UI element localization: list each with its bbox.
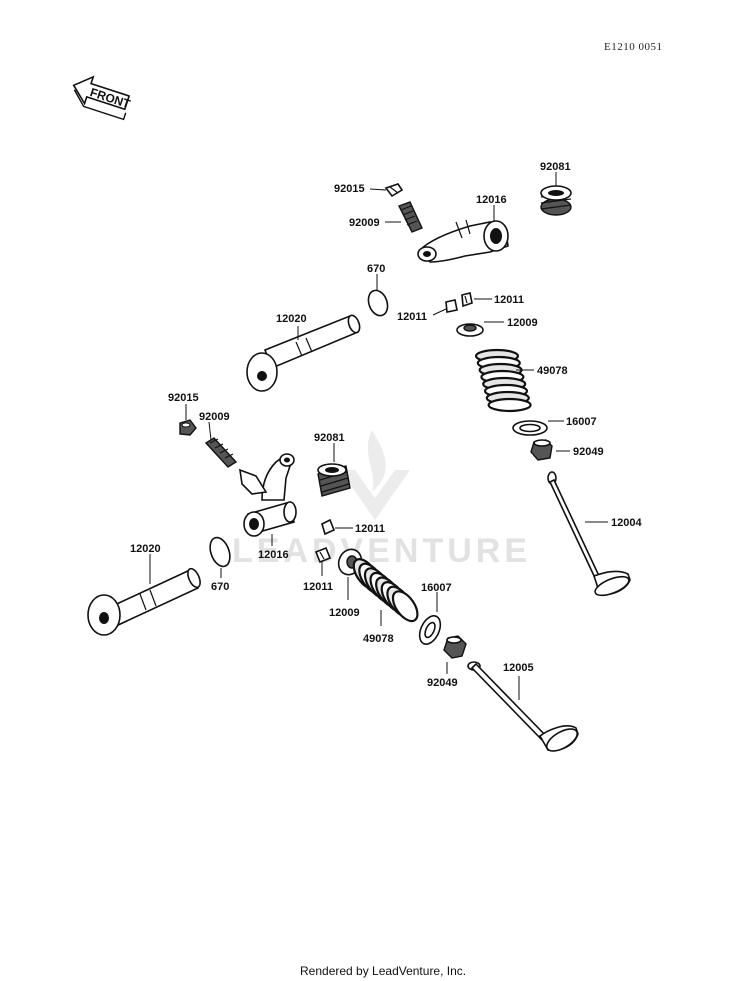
keeper-12011-mid-a <box>321 518 336 536</box>
diagram-code: E1210 0051 <box>604 41 662 53</box>
spring-coil <box>487 397 532 413</box>
valve-spring-49078-top <box>474 348 532 413</box>
watermark-text: LEADVENTURE <box>232 532 531 570</box>
callout-92015-top: 92015 <box>334 183 365 195</box>
callout-12020-bot: 12020 <box>130 543 161 555</box>
screw-92009-mid <box>204 437 238 468</box>
callout-12009-top: 12009 <box>507 317 538 329</box>
callout-49078-top: 49078 <box>537 365 568 377</box>
callout-12011-top-a: 12011 <box>494 294 524 306</box>
footer-credit: Rendered by LeadVenture, Inc. <box>300 964 466 978</box>
callout-12009-bot: 12009 <box>329 607 360 619</box>
callout-92081-top: 92081 <box>540 161 571 173</box>
callout-12005: 12005 <box>503 662 534 674</box>
oil-seal-92049-top <box>530 439 553 461</box>
rocker-shaft-12020-top <box>246 314 361 392</box>
spring-coil <box>391 590 419 623</box>
callout-12011-mid-a: 12011 <box>355 523 385 535</box>
callout-12011-top-b: 12011 <box>397 311 427 323</box>
rocker-arm-12016-mid <box>239 453 297 537</box>
valve-12004 <box>547 471 631 597</box>
washer-16007-bot-hole <box>424 621 436 639</box>
callout-49078-bot: 49078 <box>363 633 394 645</box>
keeper-12011-top-b <box>445 299 458 313</box>
valve-12005 <box>467 661 579 752</box>
oil-seal-92049-bot <box>443 635 467 659</box>
valve-spring-49078-bot <box>352 558 419 623</box>
washer-16007-top-hole <box>519 423 541 433</box>
callout-92015-mid: 92015 <box>168 392 199 404</box>
nut-92015-mid <box>179 419 197 436</box>
rocker-arm-12016-top <box>417 219 509 263</box>
callout-12011-mid-b: 12011 <box>303 581 333 593</box>
callout-12020-top: 12020 <box>276 313 307 325</box>
spring-92081-mid <box>317 463 351 497</box>
callout-92081-mid: 92081 <box>314 432 345 444</box>
front-arrow-icon: FRONT <box>72 75 133 121</box>
callout-12016-top: 12016 <box>476 194 507 206</box>
callout-670-bot: 670 <box>211 581 229 593</box>
screw-92009-top <box>398 201 423 233</box>
callout-16007-top: 16007 <box>566 416 597 428</box>
spring-92081-top <box>540 185 572 216</box>
nut-92015-top <box>384 183 404 198</box>
callout-12016-mid: 12016 <box>258 549 289 561</box>
callout-16007-bot: 16007 <box>421 582 452 594</box>
callout-92049-top: 92049 <box>573 446 604 458</box>
callout-92049-bot: 92049 <box>427 677 458 689</box>
callout-92009-top: 92009 <box>349 217 380 229</box>
watermark: LEADVENTURE <box>232 430 531 570</box>
o-ring-670-bot <box>209 536 231 568</box>
o-ring-670-top <box>367 289 389 317</box>
rocker-shaft-12020-bot <box>87 567 201 636</box>
callout-92009-mid: 92009 <box>199 411 230 423</box>
retainer-12009-top <box>456 323 484 337</box>
keeper-12011-top-a <box>461 292 473 308</box>
callout-670-top: 670 <box>367 263 385 275</box>
callout-12004: 12004 <box>611 517 642 529</box>
keeper-12011-mid-b <box>314 546 332 564</box>
